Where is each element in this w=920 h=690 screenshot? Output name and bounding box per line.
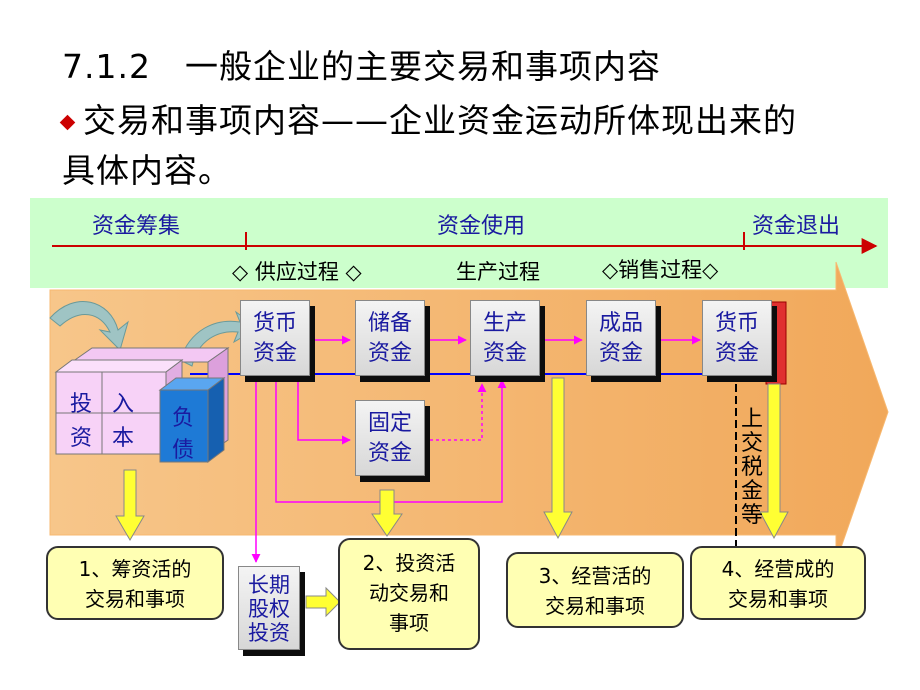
phase-use-label: 资金使用 [437, 214, 526, 239]
yellow-arrow-operate [543, 377, 573, 540]
callout-financing-activities: 1、筹资活的 交易和事项 [46, 546, 224, 620]
callout-2-line2: 动交易和 [369, 581, 449, 605]
node-reserve-fund-line1: 储备 [367, 311, 412, 336]
yellow-arrow-invest [371, 489, 403, 537]
node-money-fund-2-line2: 资金 [714, 341, 759, 366]
bullet-text-1: 交易和事项内容——企业资金运动所体现出来的 [83, 101, 797, 140]
callout-3-line1: 3、经营活的 [538, 564, 652, 588]
cube-label-debt-1: 负 [172, 406, 195, 431]
node-finished-fund-line2: 资金 [598, 341, 643, 366]
callout-4-line1: 4、经营成的 [721, 557, 835, 581]
long-term-line2: 股权 [248, 597, 290, 621]
node-production-fund-line1: 生产 [482, 311, 527, 336]
phase-exit-label: 资金退出 [752, 214, 841, 239]
node-fixed-fund-line2: 资金 [367, 441, 412, 466]
tax-label-char-3: 税 [740, 455, 763, 480]
node-money-fund-1-line2: 资金 [252, 341, 297, 366]
node-fixed-fund: 固定 资金 [355, 400, 425, 476]
node-production-fund-line2: 资金 [482, 341, 527, 366]
callout-2-line3: 事项 [389, 611, 429, 635]
node-finished-fund: 成品 资金 [586, 300, 656, 376]
callout-1-line2: 交易和事项 [85, 587, 185, 611]
tax-label: 上 交 税 金 等 [738, 408, 766, 528]
source-cubes [54, 347, 230, 463]
node-money-fund-2-line1: 货币 [714, 311, 759, 336]
cube-label-investment-1: 投 [70, 392, 93, 417]
tax-label-char-4: 金 [740, 479, 763, 504]
node-money-fund-1-line1: 货币 [252, 311, 297, 336]
yellow-arrow-longterm [305, 586, 341, 618]
process-sales-label: ◇销售过程◇ [602, 258, 719, 282]
callout-1-line1: 1、筹资活的 [78, 557, 192, 581]
callout-operating-activities: 3、经营活的 交易和事项 [506, 552, 684, 628]
node-money-fund-2: 货币 资金 [702, 300, 772, 376]
bullet-line-1: 交易和事项内容——企业资金运动所体现出来的 [59, 94, 797, 142]
cube-label-investment-2: 资 [70, 426, 93, 451]
callout-3-line2: 交易和事项 [545, 594, 645, 618]
node-long-term-equity: 长期 股权 投资 [238, 566, 300, 650]
tax-label-char-1: 上 [740, 407, 763, 432]
callout-2-line1: 2、投资活 [362, 551, 456, 575]
callout-4-line2: 交易和事项 [728, 587, 828, 611]
callout-investment-activities: 2、投资活 动交易和 事项 [338, 538, 480, 650]
bullet-line-2: 具体内容。 [62, 151, 232, 190]
node-finished-fund-line1: 成品 [598, 311, 643, 336]
node-money-fund-1: 货币 资金 [240, 300, 310, 376]
tax-label-char-2: 交 [740, 431, 763, 456]
page-title: 7.1.2 一般企业的主要交易和事项内容 [62, 47, 661, 86]
curved-arrow-left [49, 301, 129, 351]
cube-label-capital-2: 本 [112, 426, 135, 451]
process-supply-label: ◇ 供应过程 ◇ [232, 260, 362, 284]
cube-label-capital-1: 入 [112, 392, 135, 417]
node-production-fund: 生产 资金 [470, 300, 540, 376]
cube-label-debt-2: 债 [172, 438, 195, 463]
callout-operating-results: 4、经营成的 交易和事项 [690, 546, 866, 620]
node-fixed-fund-line1: 固定 [367, 411, 412, 436]
tax-label-char-5: 等 [740, 503, 763, 528]
node-reserve-fund-line2: 资金 [367, 341, 412, 366]
node-reserve-fund: 储备 资金 [355, 300, 425, 376]
phase-raise-label: 资金筹集 [92, 214, 181, 239]
yellow-arrow-result [759, 383, 789, 540]
long-term-line1: 长期 [248, 573, 290, 597]
long-term-line3: 投资 [248, 621, 290, 645]
process-production-label: 生产过程 [456, 260, 540, 284]
yellow-arrow-raise [115, 469, 145, 541]
flow-money-fixed [297, 380, 351, 445]
